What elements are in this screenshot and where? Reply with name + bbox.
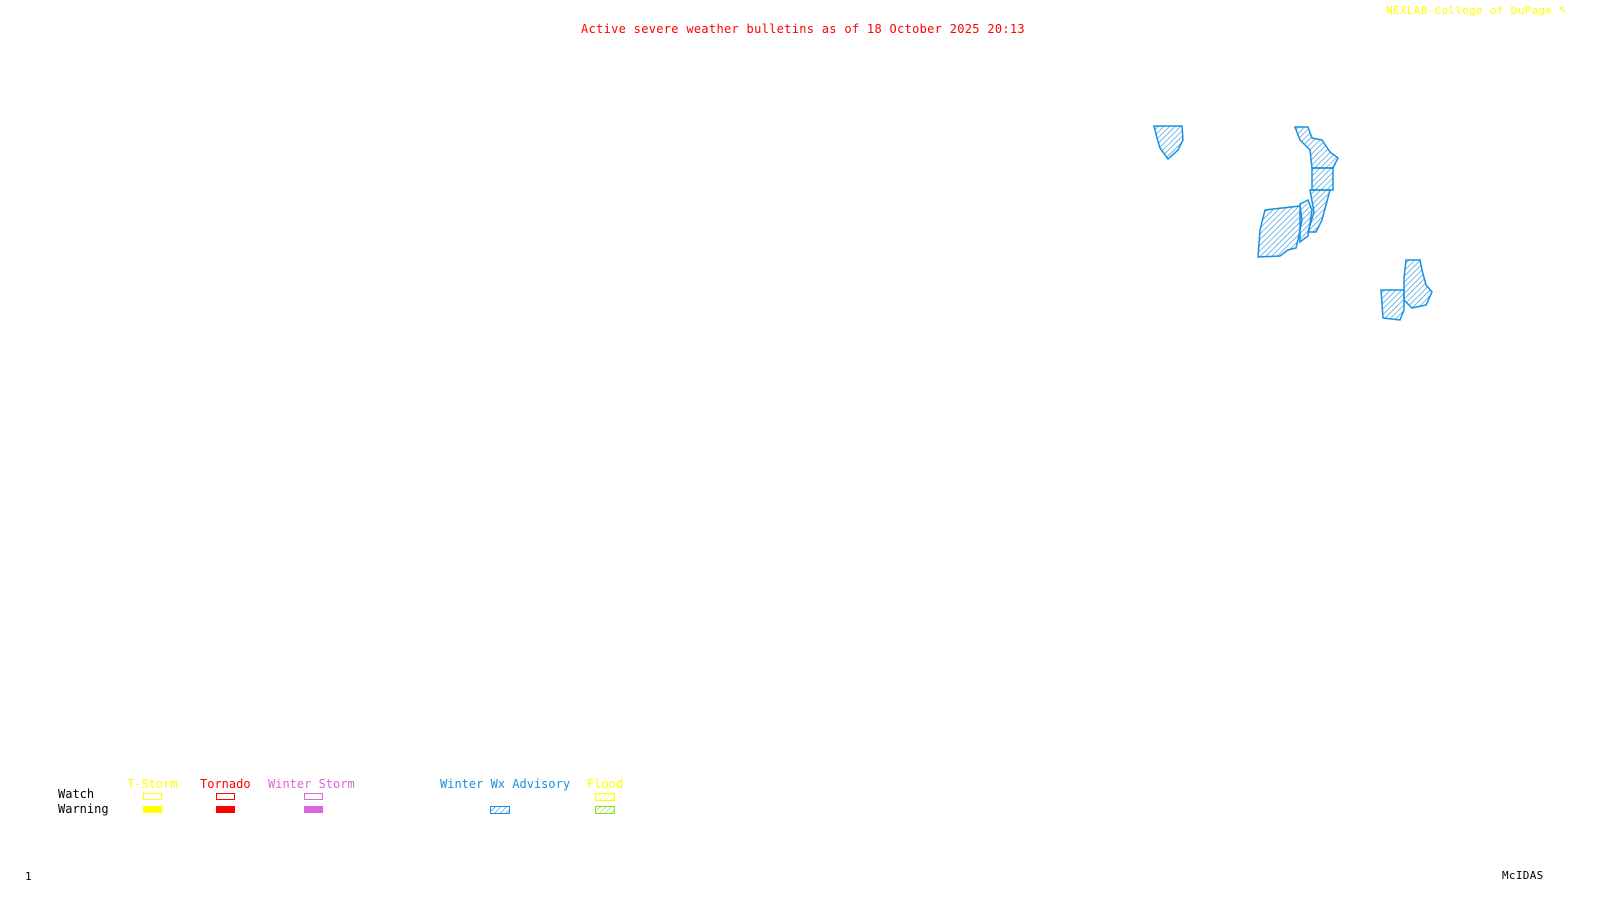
- legend-watch-label: Watch: [58, 787, 95, 801]
- tornado-watch-swatch: [216, 793, 235, 800]
- winter-advisory-swatch: [490, 806, 510, 814]
- advisory-area[interactable]: [1299, 198, 1313, 244]
- advisory-area[interactable]: [1403, 259, 1433, 309]
- map-title: Active severe weather bulletins as of 18…: [581, 22, 1025, 36]
- advisory-area[interactable]: [1257, 205, 1303, 258]
- legend-tstorm-heading: T-Storm: [127, 777, 178, 791]
- legend-flood-heading: Flood: [587, 777, 624, 791]
- advisory-area[interactable]: [1306, 189, 1331, 233]
- tstorm-warning-swatch: [143, 806, 162, 813]
- flood-watch-swatch: [595, 793, 615, 801]
- tornado-warning-swatch: [216, 806, 235, 813]
- credit-label: NEXLAB-College of DuPage ⭦: [1386, 4, 1567, 18]
- legend-warning-label: Warning: [58, 802, 109, 816]
- advisory-area[interactable]: [1311, 167, 1334, 191]
- credit-text: NEXLAB-College of DuPage: [1386, 4, 1553, 17]
- legend-winter-advisory-heading: Winter Wx Advisory: [440, 777, 571, 791]
- advisory-area[interactable]: [1293, 126, 1339, 169]
- advisory-area[interactable]: [1153, 125, 1184, 161]
- legend-winter-storm-heading: Winter Storm: [268, 777, 355, 791]
- tstorm-watch-swatch: [143, 793, 162, 800]
- advisory-area[interactable]: [1380, 289, 1405, 321]
- winter-storm-watch-swatch: [304, 793, 323, 800]
- nexlab-logo-icon: ⭦: [1552, 4, 1567, 17]
- legend-tornado-heading: Tornado: [200, 777, 251, 791]
- winter-storm-warning-swatch: [304, 806, 323, 813]
- flood-warning-swatch: [595, 806, 615, 814]
- software-label: McIDAS: [1502, 869, 1544, 882]
- frame-number: 1: [25, 870, 32, 883]
